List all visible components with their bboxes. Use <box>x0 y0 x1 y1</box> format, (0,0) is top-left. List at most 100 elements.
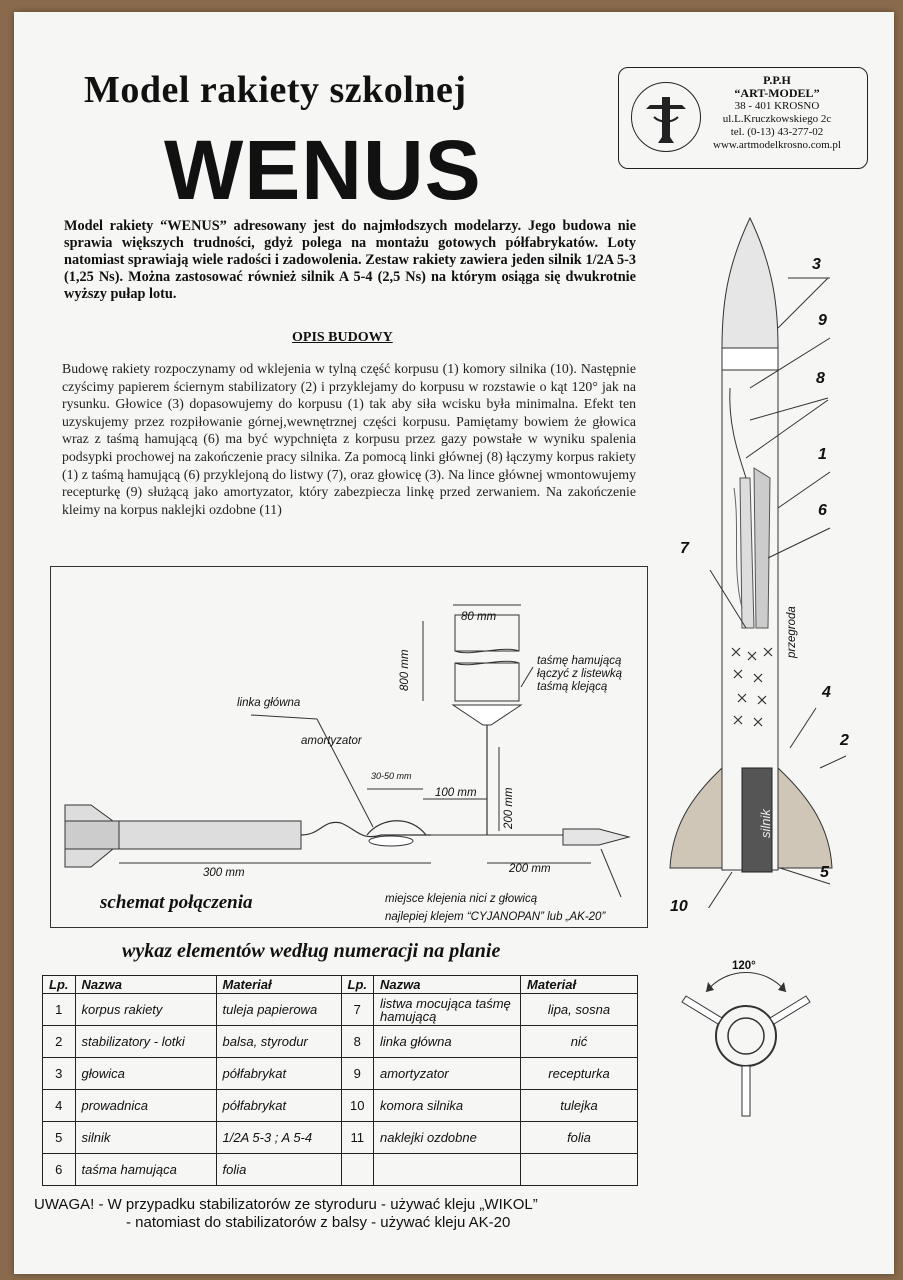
table-row: 1 korpus rakiety tuleja papierowa 7 list… <box>42 993 638 1026</box>
label-300mm: 300 mm <box>203 867 245 879</box>
part-number-9: 9 <box>818 312 827 329</box>
part-number-8: 8 <box>816 370 825 387</box>
label-120-degrees: 120° <box>732 960 756 972</box>
cell-nazwa: komora silnika <box>373 1089 521 1122</box>
header-material: Materiał <box>215 975 342 994</box>
cell-lp: 1 <box>42 993 76 1026</box>
cell-lp <box>340 1153 374 1186</box>
table-row: 2 stabilizatory - lotki balsa, styrodur … <box>42 1025 638 1058</box>
schematic-caption: schemat połączenia <box>100 892 253 913</box>
fin-arrangement-diagram <box>681 972 811 1117</box>
company-phone: tel. (0-13) 43-277-02 <box>730 126 824 138</box>
header-nazwa: Nazwa <box>74 975 217 994</box>
part-number-3: 3 <box>812 256 821 273</box>
cell-material: tuleja papierowa <box>215 993 342 1026</box>
label-tasma-3: taśmą klejącą <box>537 681 608 693</box>
parts-table-header: Lp. Nazwa Materiał Lp. Nazwa Materiał <box>42 975 638 994</box>
cell-nazwa: korpus rakiety <box>74 993 217 1026</box>
label-klej-1: miejsce klejenia nici z głowicą <box>385 893 538 905</box>
cell-nazwa <box>373 1153 521 1186</box>
header-material-2: Materiał <box>520 975 638 994</box>
cell-lp: 3 <box>42 1057 76 1090</box>
label-przegroda: przegroda <box>786 606 798 658</box>
label-80mm: 80 mm <box>461 611 497 623</box>
parts-table: Lp. Nazwa Materiał Lp. Nazwa Materiał 1 … <box>42 975 638 1186</box>
cell-material: folia <box>215 1153 342 1186</box>
part-number-6: 6 <box>818 502 827 519</box>
cell-nazwa: silnik <box>74 1121 217 1154</box>
company-logo <box>631 82 701 152</box>
part-number-1: 1 <box>818 446 827 463</box>
part-number-4: 4 <box>822 684 831 701</box>
label-tasma-2: łączyć z listewką <box>537 668 622 680</box>
cell-material: lipa, sosna <box>520 993 638 1026</box>
rocket-drawing <box>669 216 847 908</box>
cell-nazwa: naklejki ozdobne <box>373 1121 521 1154</box>
part-number-5: 5 <box>820 864 829 881</box>
company-city: 38 - 401 KROSNO <box>734 100 820 112</box>
title-line-1: Model rakiety szkolnej <box>84 69 467 111</box>
label-klej-2: najlepiej klejem “CYJANOPAN” lub „AK-20” <box>385 911 606 923</box>
label-200mm-horizontal: 200 mm <box>509 863 551 875</box>
cell-nazwa: listwa mocująca taśmę hamującą <box>373 993 521 1026</box>
cell-nazwa: prowadnica <box>74 1089 217 1122</box>
cell-material: 1/2A 5-3 ; A 5-4 <box>215 1121 342 1154</box>
label-linka-glowna: linka główna <box>237 697 301 709</box>
cell-lp: 7 <box>340 993 374 1026</box>
company-info: P.P.H “ART-MODEL” 38 - 401 KROSNO ul.L.K… <box>697 74 857 152</box>
cell-material: półfabrykat <box>215 1057 342 1090</box>
cell-lp: 6 <box>42 1153 76 1186</box>
label-200mm-vertical: 200 mm <box>503 787 515 829</box>
cell-lp: 11 <box>340 1121 374 1154</box>
cell-nazwa: amortyzator <box>373 1057 521 1090</box>
cell-lp: 4 <box>42 1089 76 1122</box>
warning-line-1: UWAGA! - W przypadku stabilizatorów ze s… <box>34 1196 538 1213</box>
rocket-logo-icon <box>646 97 686 143</box>
label-800mm: 800 mm <box>399 649 411 691</box>
cell-material: nić <box>520 1025 638 1058</box>
part-number-7: 7 <box>680 540 689 557</box>
label-amortyzator: amortyzator <box>301 735 362 747</box>
company-box: P.P.H “ART-MODEL” 38 - 401 KROSNO ul.L.K… <box>618 67 868 169</box>
cell-lp: 10 <box>340 1089 374 1122</box>
title-wenus: WENUS <box>164 123 482 217</box>
intro-paragraph: Model rakiety “WENUS” adresowany jest do… <box>64 218 636 302</box>
company-website: www.artmodelkrosno.com.pl <box>713 139 841 151</box>
header-nazwa-2: Nazwa <box>373 975 521 994</box>
table-row: 5 silnik 1/2A 5-3 ; A 5-4 11 naklejki oz… <box>42 1121 638 1154</box>
table-row: 3 głowica półfabrykat 9 amortyzator rece… <box>42 1057 638 1090</box>
cell-material: balsa, styrodur <box>215 1025 342 1058</box>
table-row: 4 prowadnica półfabrykat 10 komora silni… <box>42 1089 638 1122</box>
cell-nazwa: głowica <box>74 1057 217 1090</box>
parts-list-heading: wykaz elementów według numeracji na plan… <box>122 940 501 962</box>
opis-heading: OPIS BUDOWY <box>292 330 393 345</box>
connection-schematic: 80 mm 800 mm taśmę hamującą łączyć z lis… <box>50 566 648 928</box>
part-number-2: 2 <box>840 732 849 749</box>
company-brand: “ART-MODEL” <box>734 86 820 100</box>
cell-material: tulejka <box>520 1089 638 1122</box>
schematic-drawing <box>64 604 631 898</box>
opis-body: Budowę rakiety rozpoczynamy od wklejenia… <box>62 361 636 517</box>
cell-nazwa: taśma hamująca <box>74 1153 217 1186</box>
label-tasma-1: taśmę hamującą <box>537 655 622 667</box>
header-lp: Lp. <box>42 975 76 994</box>
cell-material <box>520 1153 638 1186</box>
label-100mm: 100 mm <box>435 787 477 799</box>
warning-line-2: - natomiast do stabilizatorów z balsy - … <box>126 1214 511 1231</box>
cell-lp: 8 <box>340 1025 374 1058</box>
cell-material: folia <box>520 1121 638 1154</box>
cell-material: recepturka <box>520 1057 638 1090</box>
company-name: P.P.H <box>763 73 791 87</box>
label-silnik: silnik <box>758 809 773 838</box>
cell-nazwa: linka główna <box>373 1025 521 1058</box>
company-street: ul.L.Kruczkowskiego 2c <box>722 113 832 125</box>
label-30-50mm: 30-50 mm <box>371 771 412 781</box>
cell-lp: 2 <box>42 1025 76 1058</box>
instruction-sheet: Model rakiety szkolnej WENUS P.P.H “ART-… <box>14 12 894 1274</box>
part-number-10: 10 <box>670 898 688 915</box>
table-row: 6 taśma hamująca folia <box>42 1153 638 1186</box>
cell-lp: 9 <box>340 1057 374 1090</box>
cell-nazwa: stabilizatory - lotki <box>74 1025 217 1058</box>
cell-material: półfabrykat <box>215 1089 342 1122</box>
header-lp-2: Lp. <box>340 975 374 994</box>
